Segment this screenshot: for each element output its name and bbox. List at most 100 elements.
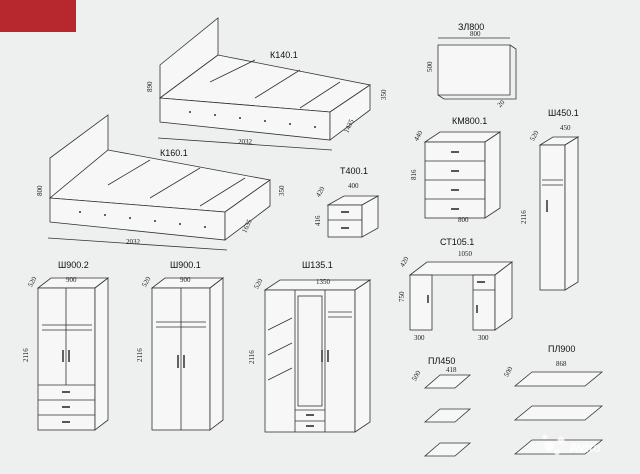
wardrobe-drawers bbox=[295, 409, 325, 422]
wardrobe-sh900-2: Ш900.2 520 900 2116 bbox=[22, 260, 110, 431]
hanging-rail bbox=[542, 179, 563, 186]
dim-depth: 520 bbox=[26, 275, 38, 289]
wardrobe-sh135: Ш135.1 520 1350 2116 bbox=[248, 260, 372, 433]
wardrobe-sections bbox=[294, 290, 326, 432]
wardrobe-handles bbox=[306, 350, 329, 427]
dim-height: 2116 bbox=[136, 348, 144, 362]
wardrobe-side bbox=[564, 136, 579, 291]
dim-height: 500 bbox=[426, 61, 434, 72]
item-label-k140: К140.1 bbox=[270, 50, 298, 60]
bed-k140: К140.1 890 350 1435 2032 bbox=[146, 17, 388, 151]
desk-side bbox=[494, 261, 513, 331]
dim-height: 416 bbox=[314, 215, 322, 226]
dim-end: 350 bbox=[278, 185, 286, 196]
dim-depth: 520 bbox=[528, 129, 540, 143]
wardrobe-handles bbox=[177, 355, 185, 368]
dim-line bbox=[47, 237, 228, 251]
bed-side-rail bbox=[224, 179, 271, 241]
dim-width: 868 bbox=[556, 360, 567, 368]
wardrobe-sh900-1: Ш900.1 520 900 2116 bbox=[136, 260, 225, 431]
mirror-zl800: ЗЛ800 800 500 20 bbox=[426, 22, 517, 109]
dim-width: 400 bbox=[348, 182, 359, 190]
bed-screw-dots bbox=[189, 111, 316, 128]
dim-height: 2116 bbox=[248, 350, 256, 364]
watermark-text: Avito bbox=[569, 440, 601, 455]
chest-side bbox=[484, 131, 501, 219]
wardrobe-front bbox=[37, 287, 96, 431]
shelf-panel-3 bbox=[513, 439, 604, 455]
dim-height: 2116 bbox=[22, 348, 30, 362]
shelves-pl900: ПЛ900 500 868 bbox=[502, 344, 604, 455]
dim-width: 418 bbox=[446, 366, 457, 374]
dim-depth: 420 bbox=[314, 185, 326, 199]
wardrobe-front bbox=[539, 144, 566, 291]
item-label-t400: Т400.1 bbox=[340, 166, 368, 176]
dim-pedestal-right: 300 bbox=[478, 334, 489, 342]
shelf-panel-2 bbox=[513, 405, 604, 421]
nightstand-front bbox=[327, 204, 363, 238]
bed-k160: К160.1 800 350 1635 2032 bbox=[36, 114, 286, 251]
item-label-sh135: Ш135.1 bbox=[302, 260, 333, 270]
shelves bbox=[267, 317, 293, 381]
avito-logo-icon bbox=[542, 434, 565, 455]
bed-side-rail bbox=[329, 84, 371, 141]
desk-st105: СТ105.1 420 1050 750 300 300 bbox=[398, 237, 514, 342]
dim-line bbox=[157, 137, 333, 151]
wardrobe-handles bbox=[62, 350, 70, 423]
chest-km800: КМ800.1 440 816 800 bbox=[410, 116, 502, 224]
dim-depth: 500 bbox=[410, 369, 422, 383]
mirror-thickness bbox=[437, 44, 517, 100]
dim-depth: 420 bbox=[398, 255, 410, 269]
dim-width: 900 bbox=[180, 276, 191, 284]
dim-depth: 440 bbox=[412, 129, 424, 143]
dim-length: 2032 bbox=[238, 138, 253, 146]
dim-height: 800 bbox=[36, 185, 44, 196]
item-label-sh900-1: Ш900.1 bbox=[170, 260, 201, 270]
dim-pedestal-left: 300 bbox=[414, 334, 425, 342]
hanging-rail bbox=[42, 324, 92, 331]
item-label-zl800: ЗЛ800 bbox=[458, 22, 484, 32]
wardrobe-side bbox=[94, 277, 109, 431]
item-label-km800: КМ800.1 bbox=[452, 116, 487, 126]
dim-width: 900 bbox=[66, 276, 77, 284]
wardrobe-side bbox=[354, 279, 371, 433]
shelf-panel-3 bbox=[423, 442, 472, 457]
bed-slats bbox=[107, 159, 246, 207]
nightstand-t400: Т400.1 420 400 416 bbox=[314, 166, 380, 238]
dim-height: 750 bbox=[398, 291, 406, 302]
shelf-panel-1 bbox=[423, 374, 472, 389]
item-label-sh450: Ш450.1 bbox=[548, 108, 579, 118]
avito-watermark: Avito bbox=[542, 434, 601, 455]
dim-height: 890 bbox=[146, 81, 154, 92]
dim-width: 1050 bbox=[458, 250, 473, 258]
shelf-panel-1 bbox=[513, 371, 604, 387]
item-label-pl450: ПЛ450 bbox=[428, 356, 455, 366]
dim-depth: 500 bbox=[502, 365, 514, 379]
wardrobe-doors-drawers bbox=[38, 288, 95, 416]
dim-depth: 520 bbox=[140, 275, 152, 289]
item-label-k160: К160.1 bbox=[160, 148, 188, 158]
drawer-handles bbox=[341, 211, 349, 229]
nightstand-side bbox=[361, 195, 379, 238]
shelf-panel-2 bbox=[423, 408, 472, 423]
desk-right-pedestal bbox=[472, 274, 496, 331]
dim-height: 816 bbox=[410, 169, 418, 180]
bed-slats bbox=[209, 59, 341, 109]
dim-length: 2032 bbox=[126, 238, 141, 246]
item-label-sh900-2: Ш900.2 bbox=[58, 260, 89, 270]
item-label-pl900: ПЛ900 bbox=[548, 344, 575, 354]
desk-handles bbox=[427, 281, 485, 313]
hanging-rail bbox=[156, 321, 206, 328]
drawer-handles bbox=[451, 151, 459, 210]
wardrobe-sh450: Ш450.1 520 450 2116 bbox=[520, 108, 580, 291]
dim-end: 350 bbox=[380, 89, 388, 100]
desk-left-pedestal bbox=[409, 274, 433, 331]
red-corner-tab bbox=[0, 0, 76, 32]
dim-height: 2116 bbox=[520, 210, 528, 224]
hanging-rail bbox=[328, 311, 352, 318]
dim-width: 800 bbox=[470, 30, 481, 38]
item-label-st105: СТ105.1 bbox=[440, 237, 474, 247]
dim-width: 800 bbox=[458, 216, 469, 224]
